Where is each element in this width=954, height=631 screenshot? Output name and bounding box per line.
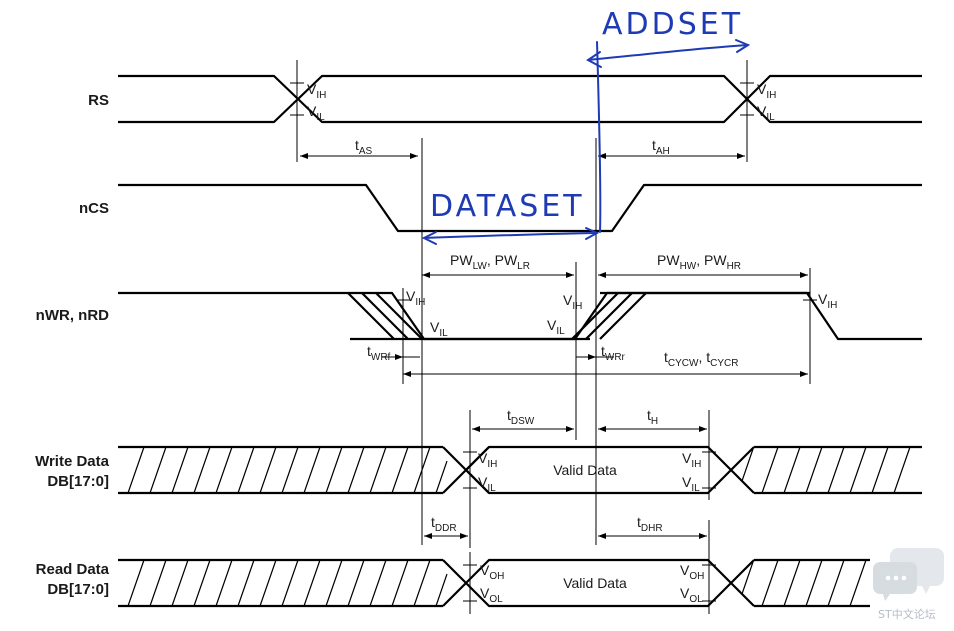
read-voh-right: VOH (680, 562, 704, 582)
twrf-dimension (382, 354, 420, 360)
tah-dimension (598, 153, 745, 159)
th-label: tH (647, 407, 658, 427)
tas-dimension (300, 153, 418, 159)
tddr-label: tDDR (431, 514, 457, 534)
read-voh-left: VOH (480, 562, 504, 582)
addset-annotation: ADDSET (602, 7, 743, 42)
dataset-arrow (421, 227, 600, 245)
signal-label-nwr-nrd: nWR, nRD (36, 307, 109, 324)
nwr-vih-mid: VIH (563, 292, 582, 312)
ncs-waveform (118, 183, 922, 233)
twrr-label: tWRr (601, 343, 626, 363)
tdhr-label: tDHR (637, 514, 663, 534)
nwr-vih-left: VIH (406, 288, 425, 308)
pwh-label: PWHW, PWHR (657, 252, 741, 272)
pwl-label: PWLW, PWLR (450, 252, 530, 272)
th-dimension (598, 426, 707, 432)
tddr-dimension (424, 533, 468, 539)
read-vol-right: VOL (680, 585, 703, 605)
nwr-vih-right: VIH (818, 291, 837, 311)
write-valid-data: Valid Data (553, 462, 617, 478)
rs-vih-right: VIH (757, 81, 776, 101)
rs-waveform (118, 60, 922, 162)
nwr-vil-mid: VIL (547, 317, 565, 337)
rs-vil-left: VIL (307, 103, 325, 123)
write-data-waveform (118, 410, 922, 548)
signal-label-read-db: DB[17:0] (47, 581, 109, 598)
twrf-label: tWRf (367, 343, 391, 363)
tdsw-dimension (472, 426, 574, 432)
read-valid-data: Valid Data (563, 575, 627, 591)
tcyc-label: tCYCW, tCYCR (664, 349, 738, 369)
write-vil-right: VIL (682, 474, 700, 494)
tas-label: tAS (355, 137, 373, 157)
signal-label-rs: RS (88, 92, 109, 109)
tdsw-label: tDSW (507, 407, 535, 427)
dataset-annotation: DATASET (430, 189, 585, 224)
twrr-dimension (576, 354, 614, 360)
read-vol-left: VOL (480, 585, 503, 605)
tcyc-dimension (403, 371, 808, 377)
signal-label-ncs: nCS (79, 200, 109, 217)
signal-label-read-data: Read Data (36, 561, 110, 578)
rs-vil-right: VIL (757, 103, 775, 123)
write-vih-left: VIH (478, 450, 497, 470)
watermark-text: ST中文论坛 (878, 607, 936, 621)
write-vil-left: VIL (478, 474, 496, 494)
pwh-dimension (598, 272, 808, 278)
signal-label-write-db: DB[17:0] (47, 473, 109, 490)
write-vih-right: VIH (682, 450, 701, 470)
tdhr-dimension (598, 520, 710, 562)
rs-vih-left: VIH (307, 81, 326, 101)
nwr-vil-left: VIL (430, 319, 448, 339)
read-data-waveform (118, 552, 870, 614)
watermark-logo-icon (873, 548, 944, 601)
addset-arrow (586, 39, 751, 233)
nwr-waveform (118, 268, 922, 384)
tah-label: tAH (652, 137, 670, 157)
signal-label-write-data: Write Data (35, 453, 110, 470)
